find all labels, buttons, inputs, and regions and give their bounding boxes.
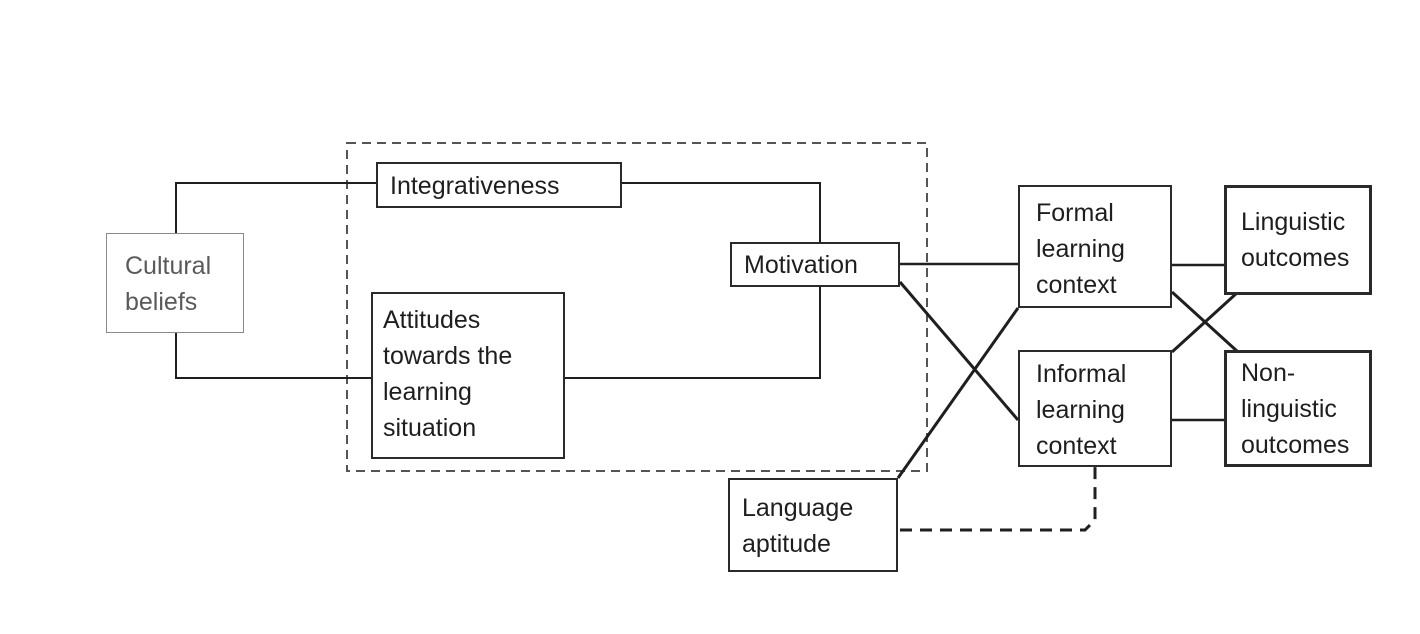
- node-nonlinguistic-outcomes: Non- linguistic outcomes: [1224, 350, 1372, 467]
- connector-aptitude-formal: [896, 307, 1020, 479]
- node-informal-context-label: Informal learning context: [1036, 360, 1127, 460]
- connector-aptitude-informal: [900, 467, 1097, 532]
- connector-attitudes-motivation: [565, 287, 821, 379]
- node-motivation: Motivation: [730, 242, 900, 287]
- motivation-group-frame: [346, 142, 928, 472]
- node-language-aptitude: Language aptitude: [728, 478, 898, 572]
- node-integrativeness-label: Integrativeness: [390, 172, 560, 200]
- connector-cultural-attitudes: [175, 333, 376, 379]
- connector-cultural-integrativeness: [175, 182, 376, 233]
- node-linguistic-outcomes-label: Linguistic outcomes: [1241, 208, 1350, 272]
- node-language-aptitude-label: Language aptitude: [742, 494, 854, 558]
- node-informal-context: Informal learning context: [1018, 350, 1172, 467]
- node-attitudes-label: Attitudes towards the learning situation: [383, 306, 513, 442]
- node-nonlinguistic-outcomes-label: Non- linguistic outcomes: [1241, 359, 1350, 459]
- node-formal-context: Formal learning context: [1018, 185, 1172, 308]
- connector-informal-linguistic: [1170, 290, 1240, 354]
- node-cultural-beliefs-label: Cultural beliefs: [125, 252, 212, 316]
- connector-motivation-informal: [898, 281, 1020, 421]
- connector-integrativeness-motivation: [622, 182, 821, 242]
- node-motivation-label: Motivation: [744, 251, 858, 279]
- node-linguistic-outcomes: Linguistic outcomes: [1224, 185, 1372, 295]
- node-attitudes: Attitudes towards the learning situation: [371, 292, 565, 459]
- node-formal-context-label: Formal learning context: [1036, 199, 1125, 299]
- node-integrativeness: Integrativeness: [376, 162, 622, 208]
- node-cultural-beliefs: Cultural beliefs: [106, 233, 244, 333]
